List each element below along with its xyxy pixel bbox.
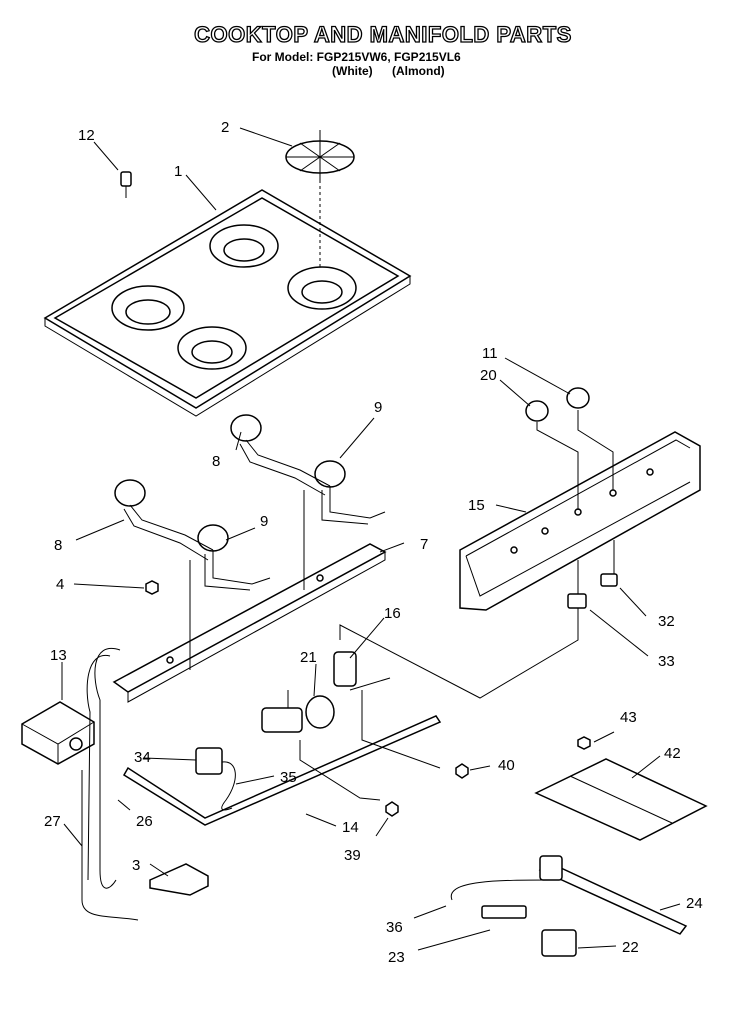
callout-32: 32 — [658, 613, 675, 630]
callout-20: 20 — [480, 367, 497, 384]
pressure-regulator — [21, 701, 95, 765]
callout-36: 36 — [386, 919, 403, 936]
callout-11: 11 — [482, 345, 498, 362]
oven-burner-tube — [538, 855, 688, 935]
cooktop-panel — [43, 189, 412, 417]
callout-34: 34 — [134, 749, 151, 766]
callout-33: 33 — [658, 653, 675, 670]
callout-39: 39 — [344, 847, 361, 864]
callout-12: 12 — [78, 127, 95, 144]
page-header: COOKTOP AND MANIFOLD PARTS For Model: FG… — [0, 0, 752, 90]
callout-labels: 1 2 12 8 9 8 9 7 4 11 20 15 32 33 16 21 … — [44, 119, 703, 966]
hex-nut — [145, 580, 159, 595]
callout-8: 8 — [54, 537, 62, 554]
callout-1: 1 — [174, 163, 182, 180]
mounting-screw — [385, 763, 469, 817]
burner-assembly-rear — [230, 414, 386, 525]
callout-8: 8 — [212, 453, 220, 470]
spark-module — [195, 747, 223, 775]
cooktop-screw — [120, 171, 132, 198]
callout-35: 35 — [280, 769, 297, 786]
callout-14: 14 — [342, 819, 359, 836]
callout-9: 9 — [374, 399, 382, 416]
safety-valve — [541, 929, 577, 957]
callout-26: 26 — [136, 813, 153, 830]
callout-42: 42 — [664, 745, 681, 762]
callout-3: 3 — [132, 857, 140, 874]
burner-shield — [534, 758, 708, 841]
callout-2: 2 — [221, 119, 229, 136]
callout-40: 40 — [498, 757, 515, 774]
color-white-label: (White) — [332, 64, 373, 78]
burner-assembly-front — [114, 479, 271, 591]
mounting-bracket — [149, 863, 209, 896]
igniter — [450, 879, 553, 919]
burner-grate — [285, 130, 355, 180]
valve-assembly — [261, 651, 391, 733]
callout-16: 16 — [384, 605, 401, 622]
callout-4: 4 — [56, 576, 64, 593]
leader-lines — [61, 127, 681, 951]
hex-nut-small — [577, 736, 591, 750]
callout-24: 24 — [686, 895, 703, 912]
callout-15: 15 — [468, 497, 485, 514]
panel-clip — [567, 573, 618, 609]
callout-23: 23 — [388, 949, 405, 966]
manifold-bracket — [112, 543, 387, 703]
color-almond-label: (Almond) — [392, 64, 445, 78]
callout-27: 27 — [44, 813, 61, 830]
callout-13: 13 — [50, 647, 67, 664]
control-panel — [459, 431, 701, 611]
model-numbers: For Model: FGP215VW6, FGP215VL6 — [252, 50, 461, 64]
manifold-pipe — [122, 715, 442, 826]
callout-9: 9 — [260, 513, 268, 530]
page-title: COOKTOP AND MANIFOLD PARTS — [194, 21, 572, 47]
burner-opening — [111, 224, 357, 370]
callout-43: 43 — [620, 709, 637, 726]
control-knob — [525, 387, 590, 422]
callout-7: 7 — [420, 536, 428, 553]
callout-22: 22 — [622, 939, 639, 956]
callout-21: 21 — [300, 649, 317, 666]
